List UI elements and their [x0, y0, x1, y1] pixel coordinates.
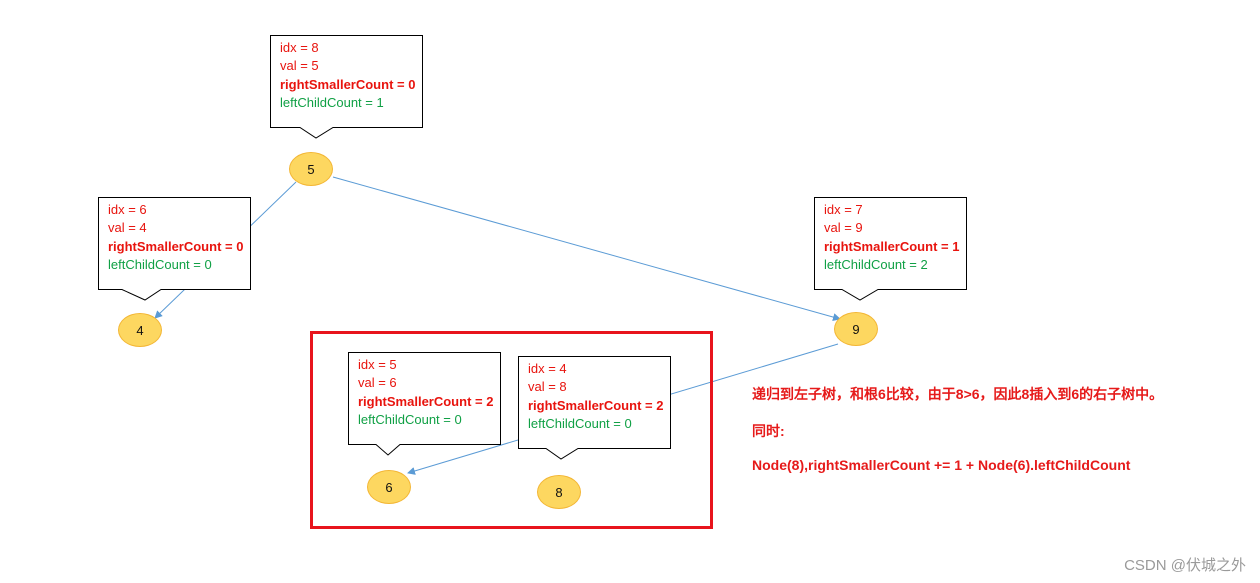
- idx-label: idx = 6: [108, 202, 147, 217]
- tree-node-5: 5: [289, 152, 333, 186]
- right-smaller-count-label: rightSmallerCount = 2: [358, 393, 494, 409]
- callout-shape: [98, 197, 251, 301]
- note-line-2: 同时:: [752, 423, 785, 439]
- callout-shape: [518, 356, 671, 460]
- val-label: val = 5: [280, 58, 319, 74]
- callout-node-5: idx = 8 val = 5 rightSmallerCount = 0 le…: [270, 35, 423, 139]
- watermark: CSDN @伏城之外: [1124, 557, 1246, 574]
- val-label: val = 4: [108, 220, 147, 236]
- tree-node-4: 4: [118, 313, 162, 347]
- callout-node-8: idx = 4 val = 8 rightSmallerCount = 2 le…: [518, 356, 671, 460]
- callout-node-6: idx = 5 val = 6 rightSmallerCount = 2 le…: [348, 352, 501, 456]
- note-line-1: 递归到左子树，和根6比较，由于8>6，因此8插入到6的右子树中。: [752, 386, 1164, 402]
- node-label: 6: [385, 479, 393, 495]
- left-child-count-label: leftChildCount = 1: [280, 94, 384, 110]
- node-label: 4: [136, 322, 144, 338]
- val-label: val = 6: [358, 375, 397, 391]
- left-child-count-label: leftChildCount = 0: [358, 411, 462, 427]
- left-child-count-label: leftChildCount = 2: [824, 256, 928, 272]
- val-label: val = 8: [528, 379, 567, 395]
- callout-shape: [270, 35, 423, 139]
- idx-label: idx = 5: [358, 357, 397, 372]
- node-label: 8: [555, 484, 563, 500]
- node-label: 5: [307, 161, 315, 177]
- edge-5-to-9: [332, 176, 841, 321]
- tree-node-9: 9: [834, 312, 878, 346]
- left-child-count-label: leftChildCount = 0: [108, 256, 212, 272]
- callout-node-9: idx = 7 val = 9 rightSmallerCount = 1 le…: [814, 197, 967, 301]
- highlight-box: [310, 331, 713, 529]
- callout-shape: [814, 197, 967, 301]
- tree-node-6: 6: [367, 470, 411, 504]
- tree-node-8: 8: [537, 475, 581, 509]
- idx-label: idx = 4: [528, 361, 567, 376]
- right-smaller-count-label: rightSmallerCount = 2: [528, 397, 664, 413]
- right-smaller-count-label: rightSmallerCount = 1: [824, 238, 960, 254]
- callout-node-4: idx = 6 val = 4 rightSmallerCount = 0 le…: [98, 197, 251, 301]
- left-child-count-label: leftChildCount = 0: [528, 415, 632, 431]
- callout-shape: [348, 352, 501, 456]
- idx-label: idx = 8: [280, 40, 319, 55]
- val-label: val = 9: [824, 220, 863, 236]
- node-label: 9: [852, 321, 860, 337]
- idx-label: idx = 7: [824, 202, 863, 217]
- right-smaller-count-label: rightSmallerCount = 0: [108, 238, 244, 254]
- right-smaller-count-label: rightSmallerCount = 0: [280, 76, 416, 92]
- note-line-3: Node(8),rightSmallerCount += 1 + Node(6)…: [752, 457, 1131, 473]
